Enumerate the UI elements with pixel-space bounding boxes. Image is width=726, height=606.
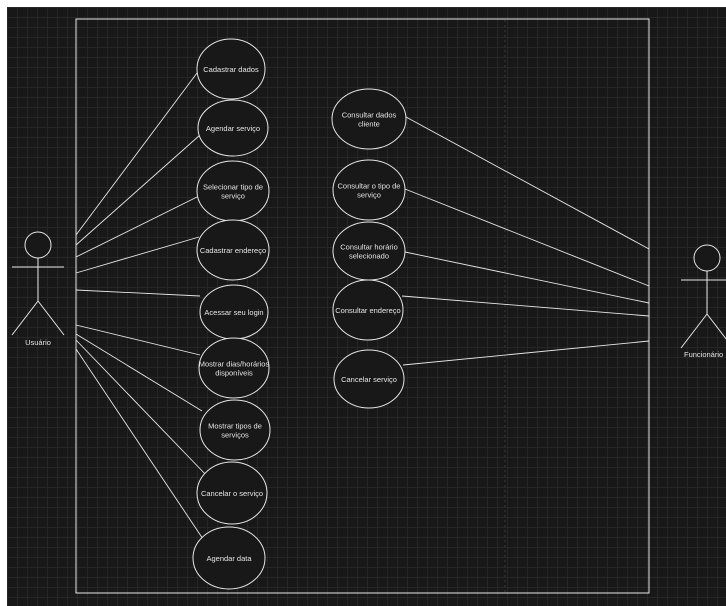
system-boundary <box>75 18 650 594</box>
use-case-label: Mostrar dias/horários <box>199 360 270 369</box>
use-case-ellipse <box>333 349 405 409</box>
use-case-ellipse <box>196 461 268 525</box>
actor-funcionario-label: Funcionário <box>684 350 723 359</box>
actor-usuario-label: Usuário <box>25 338 51 347</box>
association-uc6 <box>75 324 201 356</box>
use-case-label: Consultar dados <box>342 111 397 120</box>
actor-funcionario-leg-right <box>706 313 726 340</box>
association-uc12 <box>404 251 650 304</box>
use-case-label: Consultar o tipo de <box>338 182 401 191</box>
use-case-label: Consultar horário <box>340 243 398 252</box>
use-case-ellipse <box>198 337 270 399</box>
use-case-ellipse <box>197 99 269 157</box>
use-case-label: disponíveis <box>215 369 253 378</box>
association-uc14 <box>402 340 650 366</box>
association-uc13 <box>401 295 650 317</box>
use-case-label: selecionado <box>349 252 389 261</box>
use-case-label: serviços <box>221 431 249 440</box>
actor-funcionario[interactable] <box>680 244 726 349</box>
use-case-ellipse <box>196 219 270 281</box>
use-case-uc8[interactable]: Cancelar o serviço <box>196 461 268 525</box>
association-uc3 <box>75 195 200 258</box>
actor-funcionario-head <box>693 244 721 272</box>
association-uc1 <box>75 72 198 236</box>
association-lines <box>75 72 650 540</box>
use-case-ellipse <box>192 526 266 590</box>
use-case-label: Acessar seu login <box>204 308 263 317</box>
use-case-uc2[interactable]: Agendar serviço <box>197 99 269 157</box>
association-uc2 <box>75 134 201 246</box>
association-uc7 <box>75 333 203 412</box>
association-uc4 <box>75 236 200 274</box>
use-case-uc9[interactable]: Agendar data <box>192 526 266 590</box>
association-uc5 <box>75 289 201 297</box>
actor-usuario-head <box>24 231 52 259</box>
association-uc11 <box>404 188 650 287</box>
use-case-ellipse <box>196 38 266 100</box>
use-case-uc13[interactable]: Consultar endereço <box>332 279 404 341</box>
use-case-uc14[interactable]: Cancelar serviço <box>333 349 405 409</box>
use-case-ellipse <box>332 279 404 341</box>
use-case-uc4[interactable]: Cadastrar endereço <box>196 219 270 281</box>
association-uc9 <box>75 348 204 540</box>
use-case-label: serviço <box>221 192 245 201</box>
use-case-label: cliente <box>358 120 380 129</box>
association-uc10 <box>405 116 650 250</box>
use-case-label: Consultar endereço <box>335 306 400 315</box>
use-case-label: Cancelar serviço <box>341 375 397 384</box>
use-case-ellipse <box>332 159 406 221</box>
use-case-label: Cadastrar dados <box>203 65 259 74</box>
association-uc8 <box>75 339 209 478</box>
use-case-label: serviço <box>357 191 381 200</box>
actor-usuario[interactable] <box>11 231 65 336</box>
use-case-uc5[interactable]: Acessar seu login <box>199 284 269 340</box>
use-case-ellipse <box>199 399 271 461</box>
actor-usuario-leg-left <box>11 300 39 336</box>
use-case-label: Selecionar tipo de <box>203 183 263 192</box>
use-case-label: Cadastrar endereço <box>200 246 266 255</box>
use-case-label: Agendar serviço <box>206 124 260 133</box>
use-case-label: Agendar data <box>206 554 252 563</box>
actor-funcionario-leg-left <box>680 313 708 349</box>
actor-usuario-leg-right <box>37 300 65 336</box>
use-case-uc1[interactable]: Cadastrar dados <box>196 38 266 100</box>
use-case-label: Mostrar tipos de <box>208 422 262 431</box>
use-case-label: Cancelar o serviço <box>201 489 263 498</box>
use-case-ellipse <box>331 88 407 150</box>
